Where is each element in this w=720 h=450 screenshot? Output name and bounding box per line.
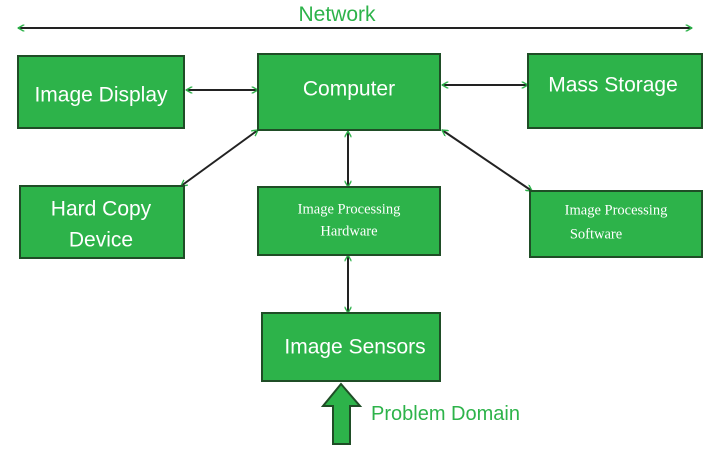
connector-computer-hardcopy xyxy=(181,130,258,186)
box-computer: Computer xyxy=(257,53,441,131)
box-ip-hardware: Image Processing Hardware xyxy=(257,186,441,256)
box-mass-storage: Mass Storage xyxy=(527,53,703,129)
box-ip-hardware-line1: Image Processing xyxy=(298,201,401,217)
box-image-sensors-label: Image Sensors xyxy=(284,336,425,359)
box-hard-copy-device: Hard Copy Device xyxy=(19,185,185,259)
problem-domain-arrow-icon xyxy=(320,382,363,445)
box-hard-copy-line2: Device xyxy=(69,229,133,252)
box-computer-label: Computer xyxy=(303,78,395,101)
box-ip-software: Image Processing Software xyxy=(529,190,703,258)
network-label: Network xyxy=(298,3,376,26)
box-image-sensors: Image Sensors xyxy=(261,312,441,382)
box-hard-copy-line1: Hard Copy xyxy=(51,198,152,221)
box-ip-hardware-line2: Hardware xyxy=(320,223,377,239)
problem-domain-label: Problem Domain xyxy=(371,403,520,425)
box-ip-software-line2: Software xyxy=(570,226,622,242)
box-mass-storage-label: Mass Storage xyxy=(548,74,678,97)
box-image-display-label: Image Display xyxy=(34,84,168,107)
box-image-display: Image Display xyxy=(17,55,185,129)
connector-computer-software xyxy=(442,129,532,192)
box-ip-software-line1: Image Processing xyxy=(565,202,668,218)
